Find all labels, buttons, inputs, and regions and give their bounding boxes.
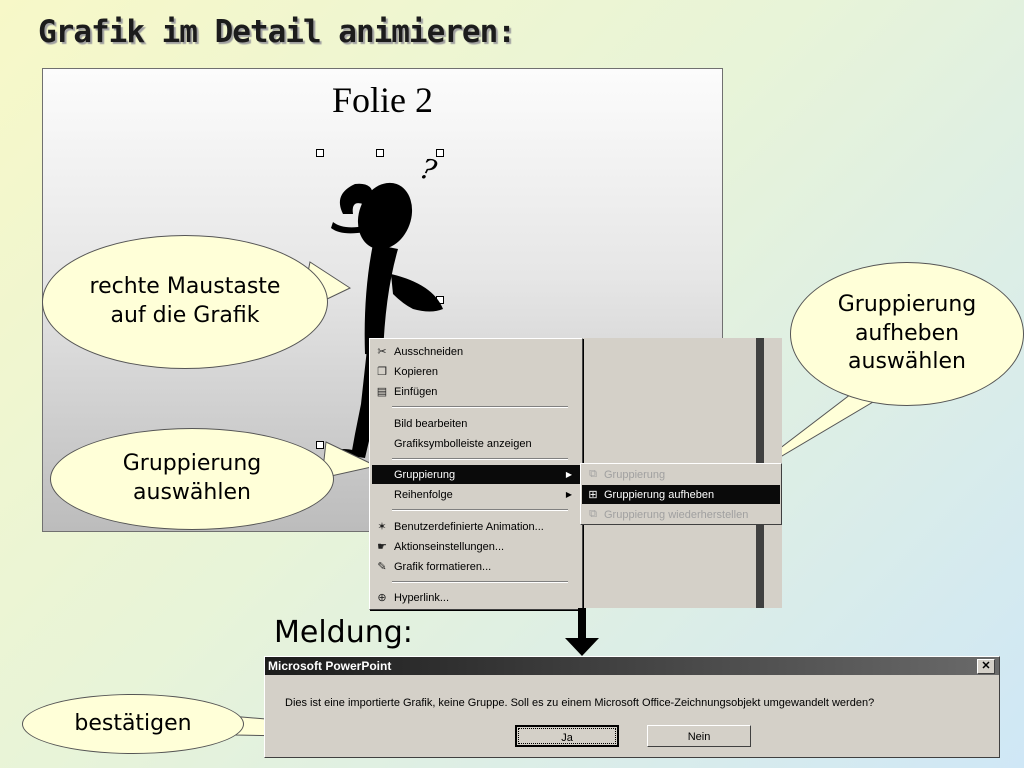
menu-item-order[interactable]: Reihenfolge ▶ bbox=[372, 485, 580, 504]
dialog-title: Microsoft PowerPoint bbox=[265, 657, 999, 675]
slide-title: Folie 2 bbox=[331, 80, 433, 120]
menu-item-label: Kopieren bbox=[394, 365, 439, 378]
selection-handle[interactable] bbox=[316, 149, 324, 157]
ungroup-icon: ⊞ bbox=[588, 489, 598, 501]
no-button[interactable]: Nein bbox=[647, 725, 751, 747]
submenu-item-label: Gruppierung wiederherstellen bbox=[604, 508, 749, 521]
animation-icon: ✶ bbox=[377, 521, 387, 533]
callout-select-group-text: Gruppierung auswählen bbox=[122, 451, 262, 505]
submenu-item-ungroup[interactable]: ⊞ Gruppierung aufheben bbox=[582, 485, 780, 504]
menu-item-paste[interactable]: ▤ Einfügen bbox=[372, 382, 580, 401]
submenu-arrow-icon: ▶ bbox=[565, 490, 572, 499]
menu-item-copy[interactable]: ❐ Kopieren bbox=[372, 362, 580, 381]
submenu-item-regroup[interactable]: ⧉ Gruppierung wiederherstellen bbox=[582, 505, 780, 524]
menu-item-hyperlink[interactable]: ⊕ Hyperlink... bbox=[372, 588, 580, 607]
context-menu: ✂ Ausschneiden ❐ Kopieren ▤ Einfügen Bil… bbox=[369, 338, 583, 610]
menu-item-action-settings[interactable]: ☛ Aktionseinstellungen... bbox=[372, 537, 580, 556]
grouping-submenu: ⧉ Gruppierung ⊞ Gruppierung aufheben ⧉ G… bbox=[580, 463, 782, 525]
hyperlink-icon: ⊕ bbox=[377, 592, 387, 604]
menu-item-label: Gruppierung bbox=[394, 468, 456, 481]
menu-item-cut[interactable]: ✂ Ausschneiden bbox=[372, 342, 580, 361]
callout-right-click-text: rechte Maustaste auf die Grafik bbox=[89, 274, 281, 328]
group-icon: ⧉ bbox=[589, 468, 597, 480]
menu-separator bbox=[392, 581, 568, 583]
menu-separator bbox=[392, 458, 568, 460]
close-icon[interactable]: ✕ bbox=[977, 659, 995, 674]
callout-ungroup-text: Gruppierung aufheben auswählen bbox=[837, 292, 977, 375]
callout-confirm-text: bestätigen bbox=[74, 710, 192, 736]
meldung-label: Meldung: bbox=[274, 615, 413, 650]
menu-item-custom-animation[interactable]: ✶ Benutzerdefinierte Animation... bbox=[372, 517, 580, 536]
submenu-item-label: Gruppierung bbox=[604, 468, 666, 481]
selection-handle[interactable] bbox=[376, 149, 384, 157]
powerpoint-dialog: Microsoft PowerPoint ✕ Dies ist eine imp… bbox=[264, 656, 1000, 758]
callout-confirm: bestätigen bbox=[22, 694, 244, 754]
format-icon: ✎ bbox=[377, 561, 387, 573]
menu-item-label: Ausschneiden bbox=[394, 345, 464, 358]
menu-item-grouping[interactable]: Gruppierung ▶ bbox=[372, 465, 580, 484]
svg-text:?: ? bbox=[417, 152, 441, 188]
menu-item-label: Benutzerdefinierte Animation... bbox=[394, 520, 544, 533]
arrow-down-icon bbox=[565, 608, 599, 656]
callout-ungroup: Gruppierung aufheben auswählen bbox=[790, 262, 1024, 406]
menu-separator bbox=[392, 509, 568, 511]
submenu-arrow-icon: ▶ bbox=[565, 470, 572, 479]
paste-icon: ▤ bbox=[376, 386, 388, 398]
menu-item-label: Reihenfolge bbox=[394, 488, 453, 501]
menu-item-label: Bild bearbeiten bbox=[394, 417, 468, 430]
menu-item-label: Hyperlink... bbox=[394, 591, 450, 604]
callout-right-click: rechte Maustaste auf die Grafik bbox=[42, 235, 328, 369]
menu-item-label: Aktionseinstellungen... bbox=[394, 540, 505, 553]
submenu-item-group[interactable]: ⧉ Gruppierung bbox=[582, 465, 780, 484]
menu-item-label: Einfügen bbox=[394, 385, 438, 398]
scissors-icon: ✂ bbox=[377, 346, 387, 358]
copy-icon: ❐ bbox=[377, 366, 387, 378]
menu-item-format-picture[interactable]: ✎ Grafik formatieren... bbox=[372, 557, 580, 576]
selection-handle[interactable] bbox=[436, 149, 444, 157]
yes-button[interactable]: Ja bbox=[515, 725, 619, 747]
page-title: Grafik im Detail animieren: bbox=[38, 14, 516, 50]
menu-item-edit-picture[interactable]: Bild bearbeiten bbox=[372, 414, 580, 433]
menu-separator bbox=[392, 406, 568, 408]
menu-item-label: Grafik formatieren... bbox=[394, 560, 492, 573]
submenu-item-label: Gruppierung aufheben bbox=[604, 488, 715, 501]
action-icon: ☛ bbox=[377, 541, 387, 553]
callout-select-group: Gruppierung auswählen bbox=[50, 428, 334, 530]
regroup-icon: ⧉ bbox=[589, 508, 597, 520]
dialog-message: Dies ist eine importierte Grafik, keine … bbox=[285, 697, 875, 709]
menu-item-label: Grafiksymbolleiste anzeigen bbox=[394, 437, 532, 450]
menu-item-show-picture-toolbar[interactable]: Grafiksymbolleiste anzeigen bbox=[372, 434, 580, 453]
